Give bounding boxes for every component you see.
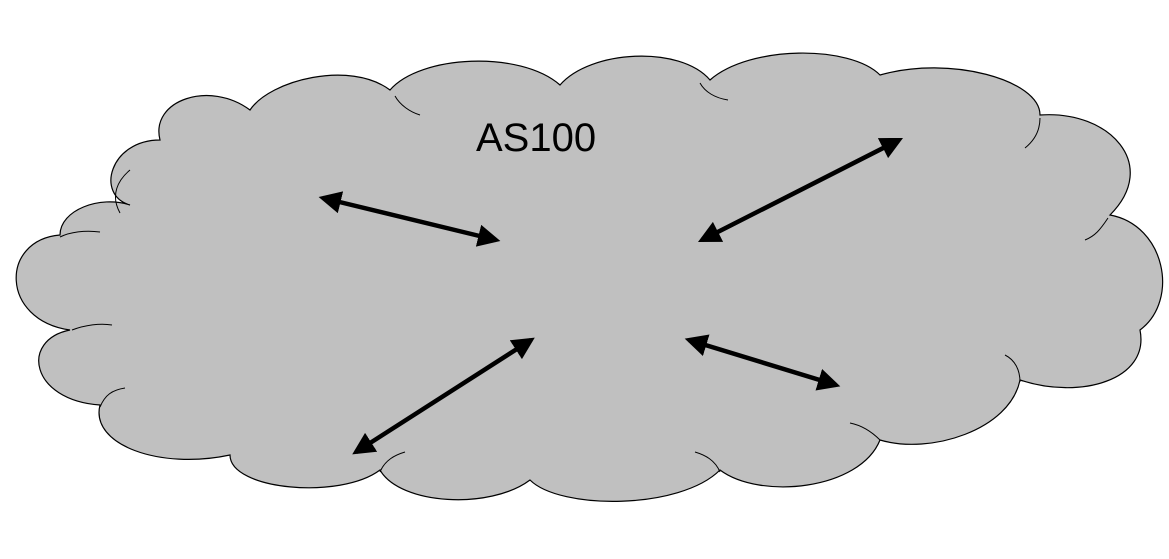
link-top-right-center <box>697 137 904 243</box>
link-bottom-left-center <box>352 337 535 455</box>
links <box>318 137 904 455</box>
as-label: AS100 <box>476 116 597 160</box>
cloud-contour <box>59 82 1109 473</box>
link-bottom-right-center <box>684 334 841 391</box>
link-top-left-center <box>318 191 501 247</box>
